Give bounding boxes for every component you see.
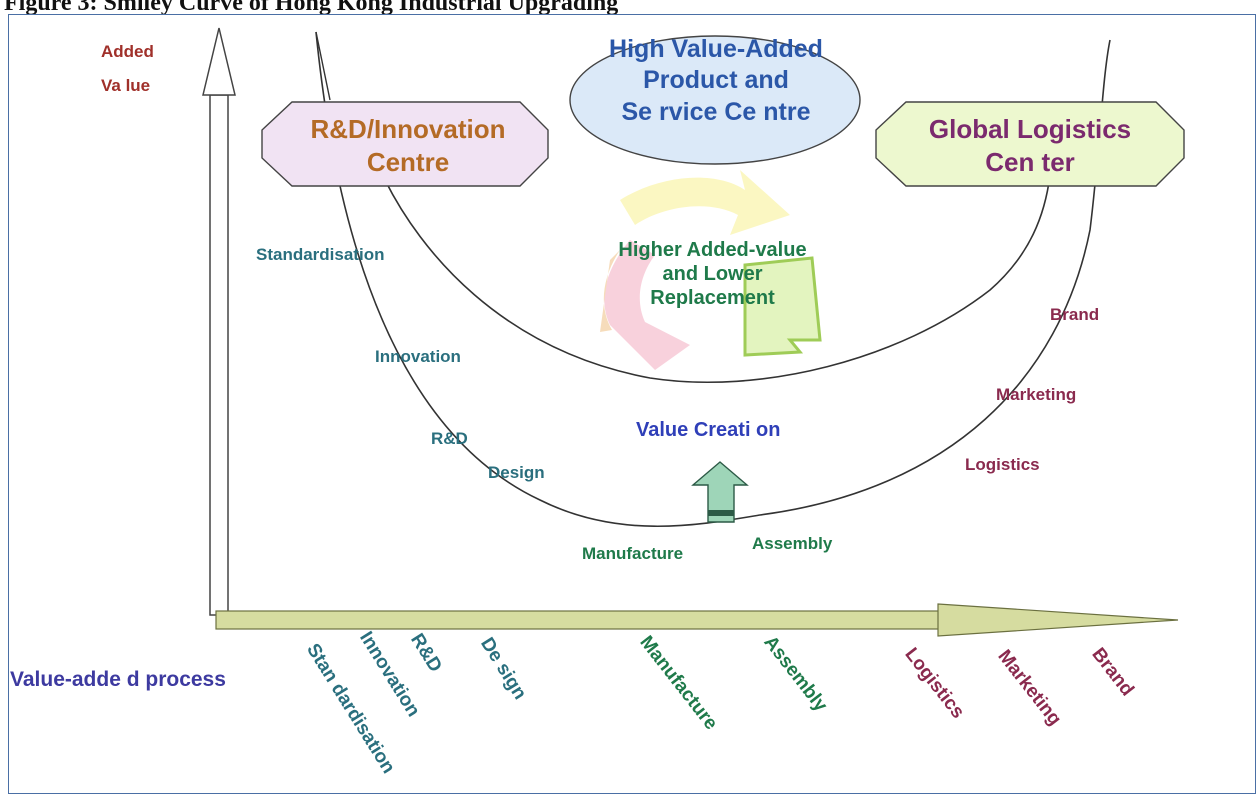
figure-caption: Figure 3: Smiley Curve of Hong Kong Indu… — [4, 0, 619, 16]
x-axis-label: Value-adde d process — [10, 668, 226, 691]
curve-label-standardisation: Standardisation — [256, 245, 385, 264]
outer-smile-curve — [315, 31, 1111, 528]
left-node-shape — [261, 101, 549, 187]
y-axis-label-line2: Va lue — [101, 76, 151, 95]
curve-label-brand: Brand — [1050, 305, 1100, 324]
cycle-arrows — [600, 170, 822, 370]
centre-cycle-text: Higher Added-value and Lower Replacement — [618, 239, 807, 309]
curve-label-innovation: Innovation — [375, 347, 461, 366]
right-node-label: Global Logistics Cen ter — [928, 114, 1132, 177]
y-axis-arrow — [202, 27, 236, 616]
left-node-label: R&D/Innovation Centre — [310, 114, 506, 177]
inner-smile-curve — [384, 174, 1051, 383]
left-curve-tip — [315, 31, 331, 101]
value-creation-arrow — [691, 461, 749, 523]
curve-label-marketing: Marketing — [996, 385, 1077, 404]
curve-label-manufacture: Manufacture — [582, 544, 684, 563]
right-node-shape — [875, 101, 1185, 187]
value-creation-label: Value Creati on — [636, 419, 781, 441]
curve-label-rd: R&D — [431, 429, 468, 448]
curve-label-design: Design — [488, 463, 545, 482]
curve-label-assembly: Assembly — [752, 534, 833, 553]
top-node-label: High Value-Added Product and Se rvice Ce… — [609, 35, 823, 126]
x-axis-arrow — [215, 603, 1179, 637]
top-node-shape — [569, 35, 861, 165]
curve-label-logistics: Logistics — [965, 455, 1040, 474]
y-axis-label-line1: Added — [101, 42, 154, 61]
figure-border — [8, 14, 1256, 794]
